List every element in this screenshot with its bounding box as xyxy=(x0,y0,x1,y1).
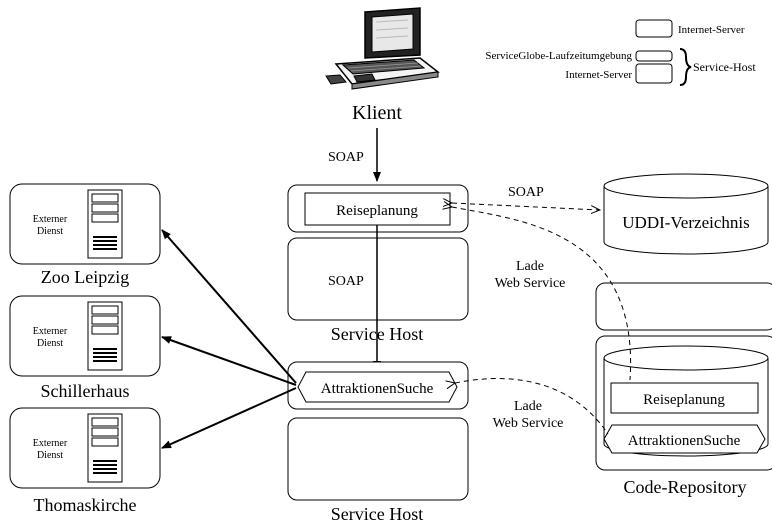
service-host-lower: AttraktionenSuche xyxy=(287,361,469,501)
external-service-schillerhaus: Externer Dienst xyxy=(9,295,161,377)
external-name-zoo: Zoo Leipzig xyxy=(41,267,129,287)
external-service-zoo: Externer Dienst xyxy=(9,183,161,265)
laptop-icon xyxy=(325,7,440,90)
legend-internet-server-box xyxy=(635,19,673,38)
external-service-line2: Dienst xyxy=(37,226,63,237)
external-name-schillerhaus: Schillerhaus xyxy=(41,381,130,401)
legend-service-host-label: Service-Host xyxy=(693,60,756,74)
external-service-line1: Externer xyxy=(33,438,68,449)
arrow-to-thomaskirche xyxy=(161,387,297,449)
repo-attraktionen-box xyxy=(603,424,766,454)
uddi-soap-link xyxy=(452,203,600,210)
arrow-to-zoo xyxy=(161,229,297,384)
attraktionen-service-box xyxy=(297,371,458,403)
client-soap-label: SOAP xyxy=(328,150,364,165)
legend-brace xyxy=(679,48,692,86)
service-host-upper: Reiseplanung SOAP xyxy=(287,184,469,321)
repo-attraktionen-label: AttraktionenSuche xyxy=(628,433,741,449)
load-label-upper-line2: Web Service xyxy=(495,276,566,291)
service-host-label-lower: Service Host xyxy=(331,504,423,524)
load-link-reiseplanung xyxy=(452,207,632,381)
load-label-lower-line2: Web Service xyxy=(493,416,564,431)
external-service-line2: Dienst xyxy=(37,450,63,461)
external-service-line1: Externer xyxy=(33,326,68,337)
load-link-attraktionen xyxy=(455,378,609,435)
repo-reiseplanung-label: Reiseplanung xyxy=(643,392,725,408)
server-icon xyxy=(87,189,123,259)
code-repository: Reiseplanung AttraktionenSuche xyxy=(595,282,772,471)
internal-soap-label: SOAP xyxy=(328,274,364,289)
server-icon xyxy=(87,301,123,371)
legend: Internet-Server ServiceGlobe-Laufzeitumg… xyxy=(485,19,756,86)
uddi-label: UDDI-Verzeichnis xyxy=(622,213,749,232)
attraktionen-service-label: AttraktionenSuche xyxy=(321,381,434,397)
client-label: Klient xyxy=(352,102,402,124)
legend-runtime-box xyxy=(635,50,673,62)
server-icon xyxy=(87,413,123,483)
legend-internet-server-label-2: Internet-Server xyxy=(565,69,632,81)
external-service-line1: Externer xyxy=(33,214,68,225)
legend-internet-server-label: Internet-Server xyxy=(678,24,745,36)
arrow-to-schillerhaus xyxy=(161,336,297,386)
external-service-thomaskirche: Externer Dienst xyxy=(9,407,161,489)
external-name-thomaskirche: Thomaskirche xyxy=(34,495,137,515)
reiseplanung-service-box xyxy=(304,192,451,226)
repo-reiseplanung-box xyxy=(610,382,759,414)
uddi-database: UDDI-Verzeichnis xyxy=(603,173,769,255)
code-repository-label: Code-Repository xyxy=(624,477,747,497)
load-label-upper-line1: Lade xyxy=(516,259,544,274)
legend-internet-server-box-2 xyxy=(635,63,673,84)
legend-runtime-label: ServiceGlobe-Laufzeitumgebung xyxy=(485,50,632,62)
load-label-lower-line1: Lade xyxy=(514,399,542,414)
external-service-line2: Dienst xyxy=(37,338,63,349)
uddi-soap-label: SOAP xyxy=(508,185,544,200)
reiseplanung-service-label: Reiseplanung xyxy=(336,203,418,219)
